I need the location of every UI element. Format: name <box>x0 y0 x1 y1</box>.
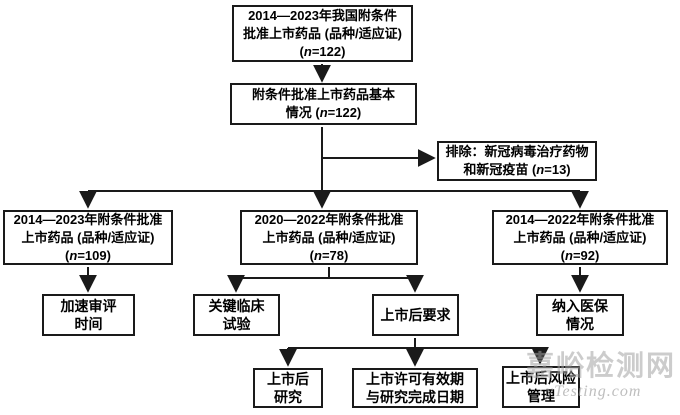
box-line: 加速审评 <box>60 298 117 314</box>
box-exclusion-covid: 排除：新冠病毒治疗药物 和新冠疫苗 (n=13) <box>437 141 597 181</box>
box-medical-insurance-inclusion: 纳入医保 情况 <box>536 294 624 336</box>
box-line: 情况 <box>566 316 594 332</box>
box-post-marketing-risk-management: 上市后风险 管理 <box>502 366 580 408</box>
box-2014-2022-n92: 2014—2022年附条件批准 上市药品 (品种/适应证) (n=92) <box>492 210 668 265</box>
box-line: 上市许可有效期 <box>366 371 464 387</box>
box-post-marketing-study: 上市后 研究 <box>253 368 323 408</box>
box-line: 排除：新冠病毒治疗药物 <box>445 144 589 159</box>
box-line: 上市后 <box>267 371 309 387</box>
box-2014-2023-national: 2014—2023年我国附条件 批准上市药品 (品种/适应证) (n=122) <box>232 5 413 62</box>
box-line: 情况 (n=122) <box>285 105 362 120</box>
box-line: 研究 <box>274 389 302 405</box>
box-line: 试验 <box>222 316 251 332</box>
box-line: 上市药品 (品种/适应证) <box>262 229 396 245</box>
box-line: 关键临床 <box>208 298 265 314</box>
box-line: 和新冠疫苗 (n=13) <box>463 162 571 177</box>
box-post-marketing-requirements: 上市后要求 <box>372 294 459 336</box>
box-line: (n=122) <box>299 43 346 59</box>
box-2014-2023-n109: 2014—2023年附条件批准 上市药品 (品种/适应证) (n=109) <box>3 210 173 265</box>
box-line: 上市药品 (品种/适应证) <box>21 229 155 245</box>
box-line: (n=109) <box>65 247 111 263</box>
box-accelerated-review-time: 加速审评 时间 <box>42 294 135 336</box>
box-line: 时间 <box>74 316 103 332</box>
box-2020-2022-n78: 2020—2022年附条件批准 上市药品 (品种/适应证) (n=78) <box>240 210 418 265</box>
box-line: 2020—2022年附条件批准 <box>254 211 404 227</box>
box-line: 管理 <box>527 388 555 404</box>
box-line: 纳入医保 <box>552 298 608 314</box>
box-line: 与研究完成日期 <box>366 389 464 405</box>
box-line: 批准上市药品 (品种/适应证) <box>243 25 402 41</box>
box-line: (n=92) <box>560 247 600 263</box>
box-line: 上市后要求 <box>380 307 451 323</box>
box-line: 2014—2022年附条件批准 <box>505 211 655 227</box>
box-basic-situation: 附条件批准上市药品基本 情况 (n=122) <box>230 83 417 125</box>
box-line: (n=78) <box>309 247 349 263</box>
box-line: 2014—2023年附条件批准 <box>13 211 163 227</box>
box-line: 2014—2023年我国附条件 <box>248 7 397 23</box>
box-line: 附条件批准上市药品基本 <box>251 87 395 102</box>
box-license-validity-study-dates: 上市许可有效期 与研究完成日期 <box>352 368 478 408</box>
box-pivotal-clinical-trial: 关键临床 试验 <box>193 294 280 336</box>
box-line: 上市后风险 <box>506 370 576 386</box>
box-line: 上市药品 (品种/适应证) <box>513 229 647 245</box>
